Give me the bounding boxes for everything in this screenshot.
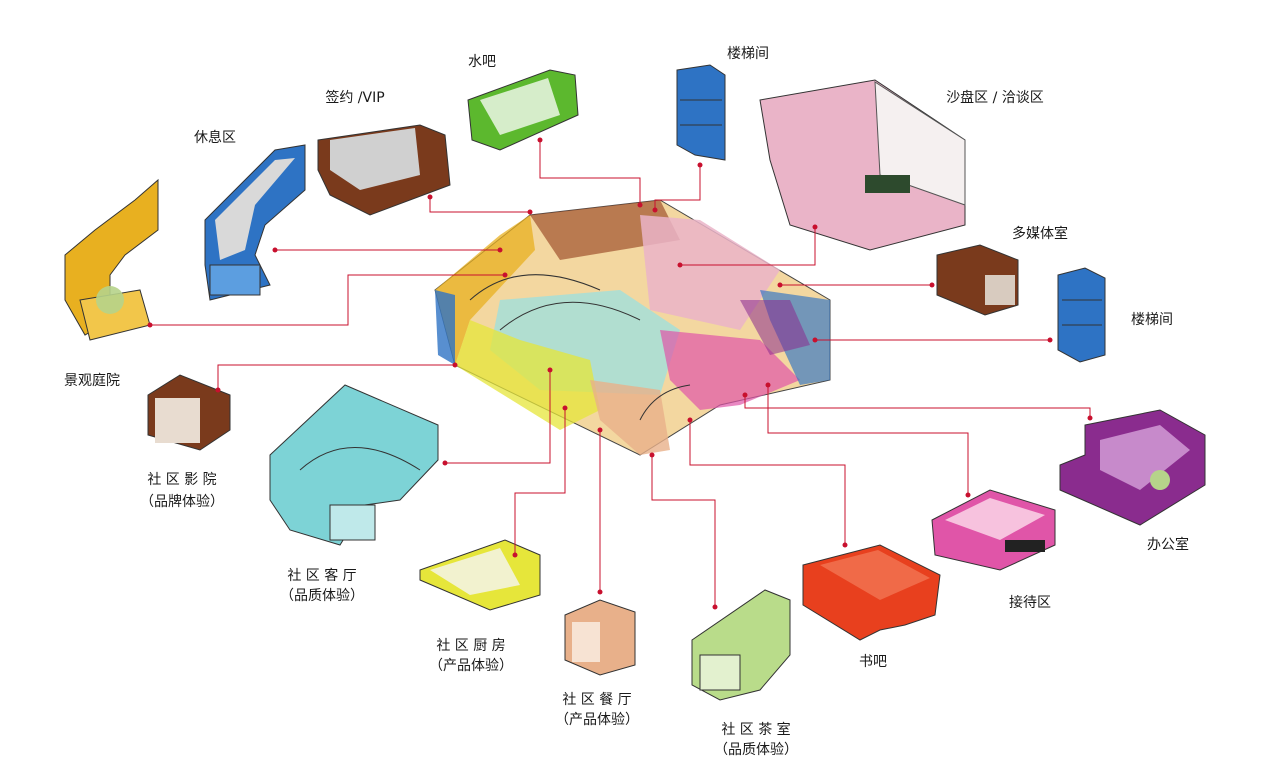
leader-stair-top [654, 165, 701, 210]
room-water-bar [467, 69, 579, 151]
labels: 水吧 楼梯间 签约 /VIP 休息区 沙盘区 / 洽谈区 多媒体室 楼梯间 景观… [64, 46, 1189, 758]
leader-reception [767, 385, 969, 495]
leader-cinema [217, 364, 455, 390]
leader-courtyard [150, 274, 505, 326]
room-stair-right [1057, 267, 1106, 363]
label-kitchen-2: （产品体验） [429, 658, 513, 674]
label-lounge: 休息区 [194, 129, 236, 146]
label-tea-2: （品质体验） [714, 742, 798, 758]
room-kitchen [419, 539, 541, 611]
label-stair-top: 楼梯间 [727, 46, 769, 62]
label-living-1: 社 区 客 厅 [287, 567, 356, 584]
label-water-bar: 水吧 [468, 54, 496, 70]
leader-book-bar [689, 420, 846, 545]
leader-lines [150, 140, 1091, 607]
room-living [269, 384, 439, 546]
room-reception [931, 489, 1056, 571]
leader-tea [651, 455, 716, 607]
label-book-bar: 书吧 [859, 654, 887, 670]
room-lounge [204, 144, 306, 301]
leader-living [445, 370, 551, 464]
room-dining [564, 599, 636, 676]
central-building [434, 199, 831, 456]
leader-sandtable [680, 227, 816, 266]
label-sign-vip: 签约 /VIP [325, 89, 384, 106]
label-tea-1: 社 区 茶 室 [721, 721, 790, 738]
label-sandtable: 沙盘区 / 洽谈区 [946, 89, 1044, 106]
room-office [1059, 409, 1206, 526]
leader-dots [147, 137, 1093, 610]
room-sign-vip [317, 124, 451, 216]
label-stair-right: 楼梯间 [1131, 312, 1173, 328]
room-book-bar [802, 544, 941, 641]
leader-sign-vip [429, 197, 530, 213]
room-sandtable [759, 79, 966, 251]
label-courtyard: 景观庭院 [64, 372, 120, 389]
leader-office [744, 395, 1091, 418]
leader-kitchen [514, 408, 566, 555]
label-office: 办公室 [1147, 536, 1189, 553]
room-courtyard [64, 178, 159, 341]
label-kitchen-1: 社 区 厨 房 [436, 638, 505, 654]
leader-water-bar [539, 140, 641, 205]
label-multimedia: 多媒体室 [1012, 225, 1068, 242]
label-living-2: （品质体验） [280, 588, 364, 604]
room-stair-top [676, 64, 726, 161]
label-dining-1: 社 区 餐 厅 [562, 692, 631, 708]
label-dining-2: （产品体验） [555, 712, 639, 728]
label-cinema-1: 社 区 影 院 [147, 472, 216, 488]
room-multimedia [936, 244, 1019, 316]
label-cinema-2: （品牌体验） [140, 493, 224, 510]
room-cinema [147, 374, 231, 451]
room-tea [691, 589, 791, 701]
label-reception: 接待区 [1009, 594, 1051, 611]
